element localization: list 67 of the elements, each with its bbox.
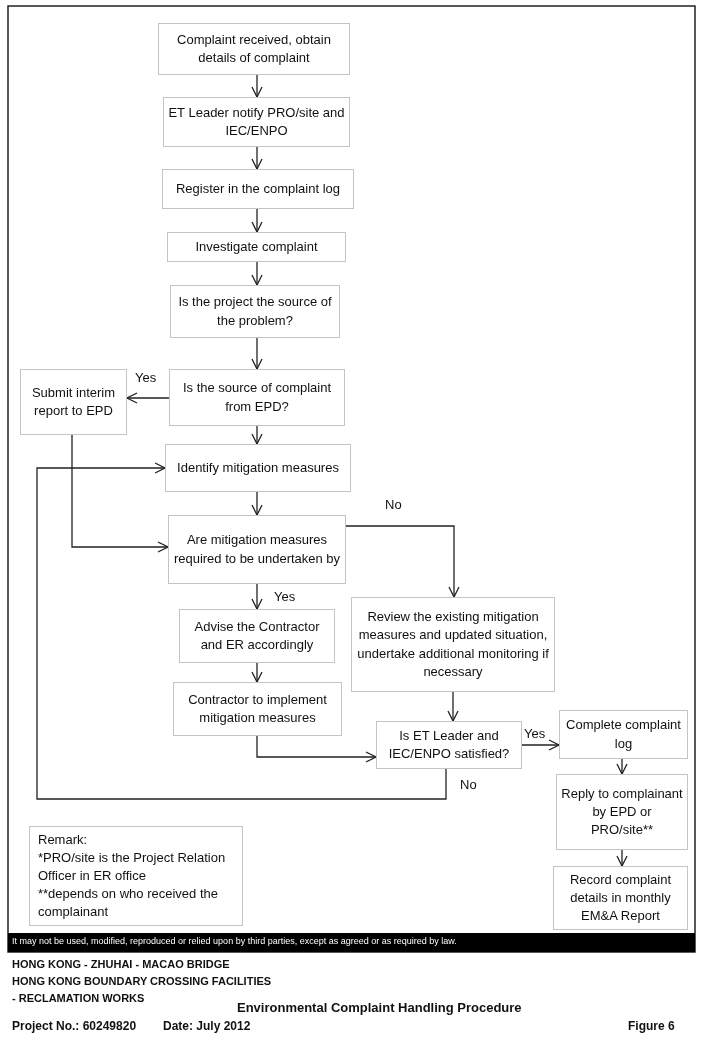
edge-label: Yes bbox=[134, 370, 158, 385]
node-text: Investigate complaint bbox=[195, 237, 318, 256]
node-text: **depends on who received the complainant bbox=[38, 885, 219, 922]
node-text: Review the existing mitigation measures and updated situation, undertake additional monitoring if necessary bbox=[356, 608, 550, 681]
process-box bbox=[170, 285, 340, 338]
remark-box bbox=[29, 826, 243, 926]
node-text: Submit interim report to EPD bbox=[30, 383, 117, 420]
node-text: Register in the complaint log bbox=[176, 179, 340, 198]
process-box bbox=[556, 774, 688, 850]
project-name: HONG KONG BOUNDARY CROSSING FACILITIES bbox=[12, 975, 272, 987]
disclaimer-text: It may not be used, modified, reproduced or relied upon by third parties, except as agreed or as required by law. bbox=[12, 936, 457, 946]
arrow bbox=[251, 208, 263, 233]
node-text: Record complaint details in monthly EM&A Report bbox=[568, 870, 673, 926]
process-box bbox=[158, 23, 350, 75]
process-box bbox=[162, 169, 354, 209]
process-box bbox=[165, 444, 351, 492]
edge-label: No bbox=[384, 497, 403, 512]
arrow bbox=[251, 74, 263, 98]
arrow bbox=[251, 146, 263, 170]
arrow bbox=[251, 491, 263, 516]
node-text: Remark: bbox=[38, 830, 88, 849]
node-text: Are mitigation measures required to be undertaken by bbox=[173, 531, 341, 568]
process-box bbox=[173, 682, 342, 736]
edge-label: Yes bbox=[273, 589, 297, 604]
process-box bbox=[20, 369, 127, 435]
edge-label: Yes bbox=[523, 726, 547, 741]
arrow bbox=[616, 849, 628, 867]
project-name: HONG KONG - ZHUHAI - MACAO BRIDGE bbox=[12, 958, 230, 970]
arrow bbox=[521, 739, 560, 751]
node-text: Is the project the source of the problem? bbox=[177, 293, 333, 330]
edge-label: No bbox=[459, 777, 478, 792]
title-block-text: Project No.: 60249820 bbox=[12, 1019, 137, 1033]
arrow bbox=[251, 425, 263, 445]
process-box bbox=[376, 721, 522, 769]
node-text: Identify mitigation measures bbox=[177, 458, 339, 477]
arrow bbox=[616, 758, 628, 775]
node-text: Contractor to implement mitigation measures bbox=[187, 690, 328, 727]
node-text: Is ET Leader and IEC/ENPO satisfied? bbox=[387, 726, 511, 763]
arrow bbox=[345, 525, 460, 598]
process-box bbox=[163, 97, 350, 147]
node-text: Advise the Contractor and ER accordingly bbox=[193, 617, 321, 654]
arrow bbox=[36, 462, 447, 800]
arrow bbox=[251, 583, 263, 610]
project-name: - RECLAMATION WORKS bbox=[12, 992, 145, 1004]
node-text: Is the source of complaint from EPD? bbox=[181, 379, 333, 416]
title-block-text: Date: July 2012 bbox=[163, 1019, 251, 1033]
figure-title: Environmental Complaint Handling Procedure bbox=[237, 1000, 522, 1015]
process-box bbox=[553, 866, 688, 930]
arrow bbox=[251, 337, 263, 370]
title-block-text: Figure 6 bbox=[628, 1019, 675, 1033]
arrow bbox=[447, 691, 459, 722]
arrow bbox=[126, 392, 170, 404]
node-text: ET Leader notify PRO/site and IEC/ENPO bbox=[168, 103, 345, 140]
arrow bbox=[251, 261, 263, 286]
arrow bbox=[256, 735, 377, 763]
process-box bbox=[169, 369, 345, 426]
process-box bbox=[167, 232, 346, 262]
arrow bbox=[251, 662, 263, 683]
node-text: Complete complaint log bbox=[565, 716, 682, 753]
node-text: *PRO/site is the Project Relation Officer in ER office bbox=[38, 848, 227, 885]
process-box bbox=[351, 597, 555, 692]
node-text: Complaint received, obtain details of complaint bbox=[176, 30, 332, 67]
process-box bbox=[559, 710, 688, 759]
process-box bbox=[168, 515, 346, 584]
arrow bbox=[71, 434, 169, 553]
node-text: Reply to complainant by EPD or PRO/site** bbox=[561, 784, 683, 840]
process-box bbox=[179, 609, 335, 663]
